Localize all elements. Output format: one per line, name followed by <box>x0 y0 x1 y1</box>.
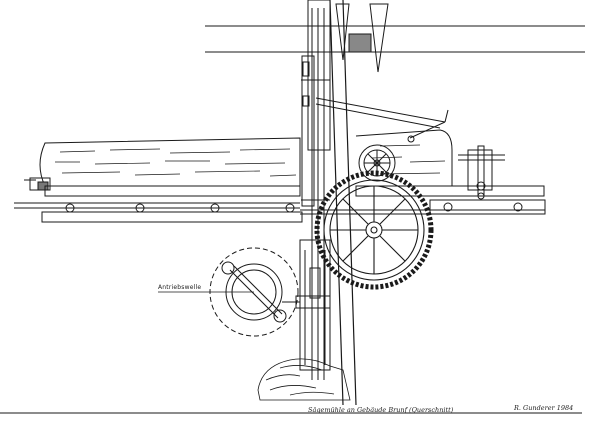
rail-rollers <box>65 202 523 213</box>
feed-ratchet-wheel <box>358 144 396 182</box>
log-dog-clamp <box>24 177 51 191</box>
right-clamp-assembly <box>458 145 505 200</box>
ceiling-beam <box>205 25 585 53</box>
saw-gate-frame <box>295 0 331 380</box>
frame-wedges <box>335 3 389 73</box>
main-post <box>329 0 357 406</box>
lever-arm <box>315 97 449 143</box>
drawing-caption: Sägemühle an Gebäude Brunf (Querschnitt) <box>308 406 454 414</box>
large-gear-wheel <box>314 170 434 290</box>
drawing-signature: R. Gunderer 1984 <box>514 404 574 412</box>
drive-shaft-label: Antriebswelle <box>158 284 202 291</box>
carriage-rail <box>14 185 546 223</box>
rubble-pile <box>257 358 351 401</box>
